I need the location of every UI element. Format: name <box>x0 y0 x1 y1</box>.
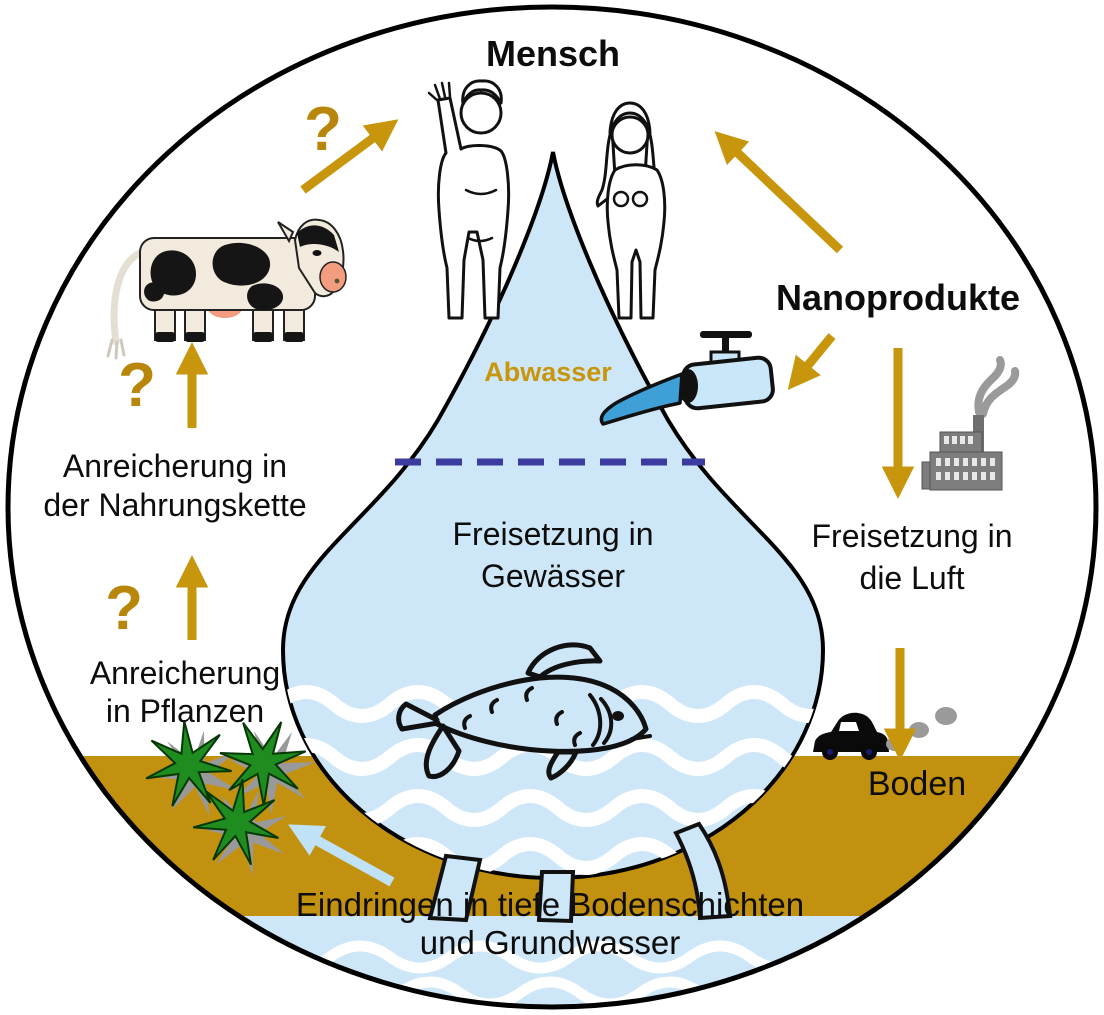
seepage-stream <box>427 853 483 923</box>
label-nahrungskette: Anreicherung in <box>63 448 287 484</box>
seepage-stream <box>536 870 576 924</box>
label-pflanzen: in Pflanzen <box>106 693 264 729</box>
seepage-stream <box>673 821 733 921</box>
factory-icon <box>921 356 1020 491</box>
question-mark: ? <box>105 574 143 643</box>
question-mark: ? <box>118 351 156 420</box>
label-eindringen: Eindringen in tiefe Bodenschichten <box>296 886 804 923</box>
arrow-grundwasser-to-pflanzen <box>288 824 395 887</box>
cycle-circle-outline <box>5 4 1099 1010</box>
label-boden: Boden <box>868 765 966 803</box>
label-freisetzung-luft: Freisetzung in <box>812 518 1013 554</box>
pouring-water <box>599 372 684 426</box>
cow-icon <box>106 218 347 360</box>
arrow-cow-to-mensch <box>300 119 399 194</box>
car-icon <box>813 707 957 760</box>
label-pflanzen: Anreicherung <box>90 655 280 691</box>
faucet-icon <box>599 331 775 426</box>
label-freisetzung-luft: die Luft <box>860 560 965 596</box>
label-freisetzung-gewaesser: Freisetzung in <box>453 516 654 552</box>
label-eindringen: und Grundwasser <box>420 924 680 961</box>
label-abwasser: Abwasser <box>484 357 612 387</box>
woman-figure <box>595 101 667 320</box>
arrow-nanoprodukte-to-mensch <box>714 131 844 254</box>
question-mark: ? <box>304 95 342 164</box>
arrow-nanoprodukte-to-abwasser <box>787 333 836 391</box>
label-mensch: Mensch <box>486 33 620 74</box>
label-nanoprodukte: Nanoprodukte <box>776 277 1020 318</box>
label-freisetzung-gewaesser: Gewässer <box>481 558 625 594</box>
man-figure <box>427 79 511 320</box>
fish-icon <box>396 642 652 781</box>
label-nahrungskette: der Nahrungskette <box>43 487 306 523</box>
